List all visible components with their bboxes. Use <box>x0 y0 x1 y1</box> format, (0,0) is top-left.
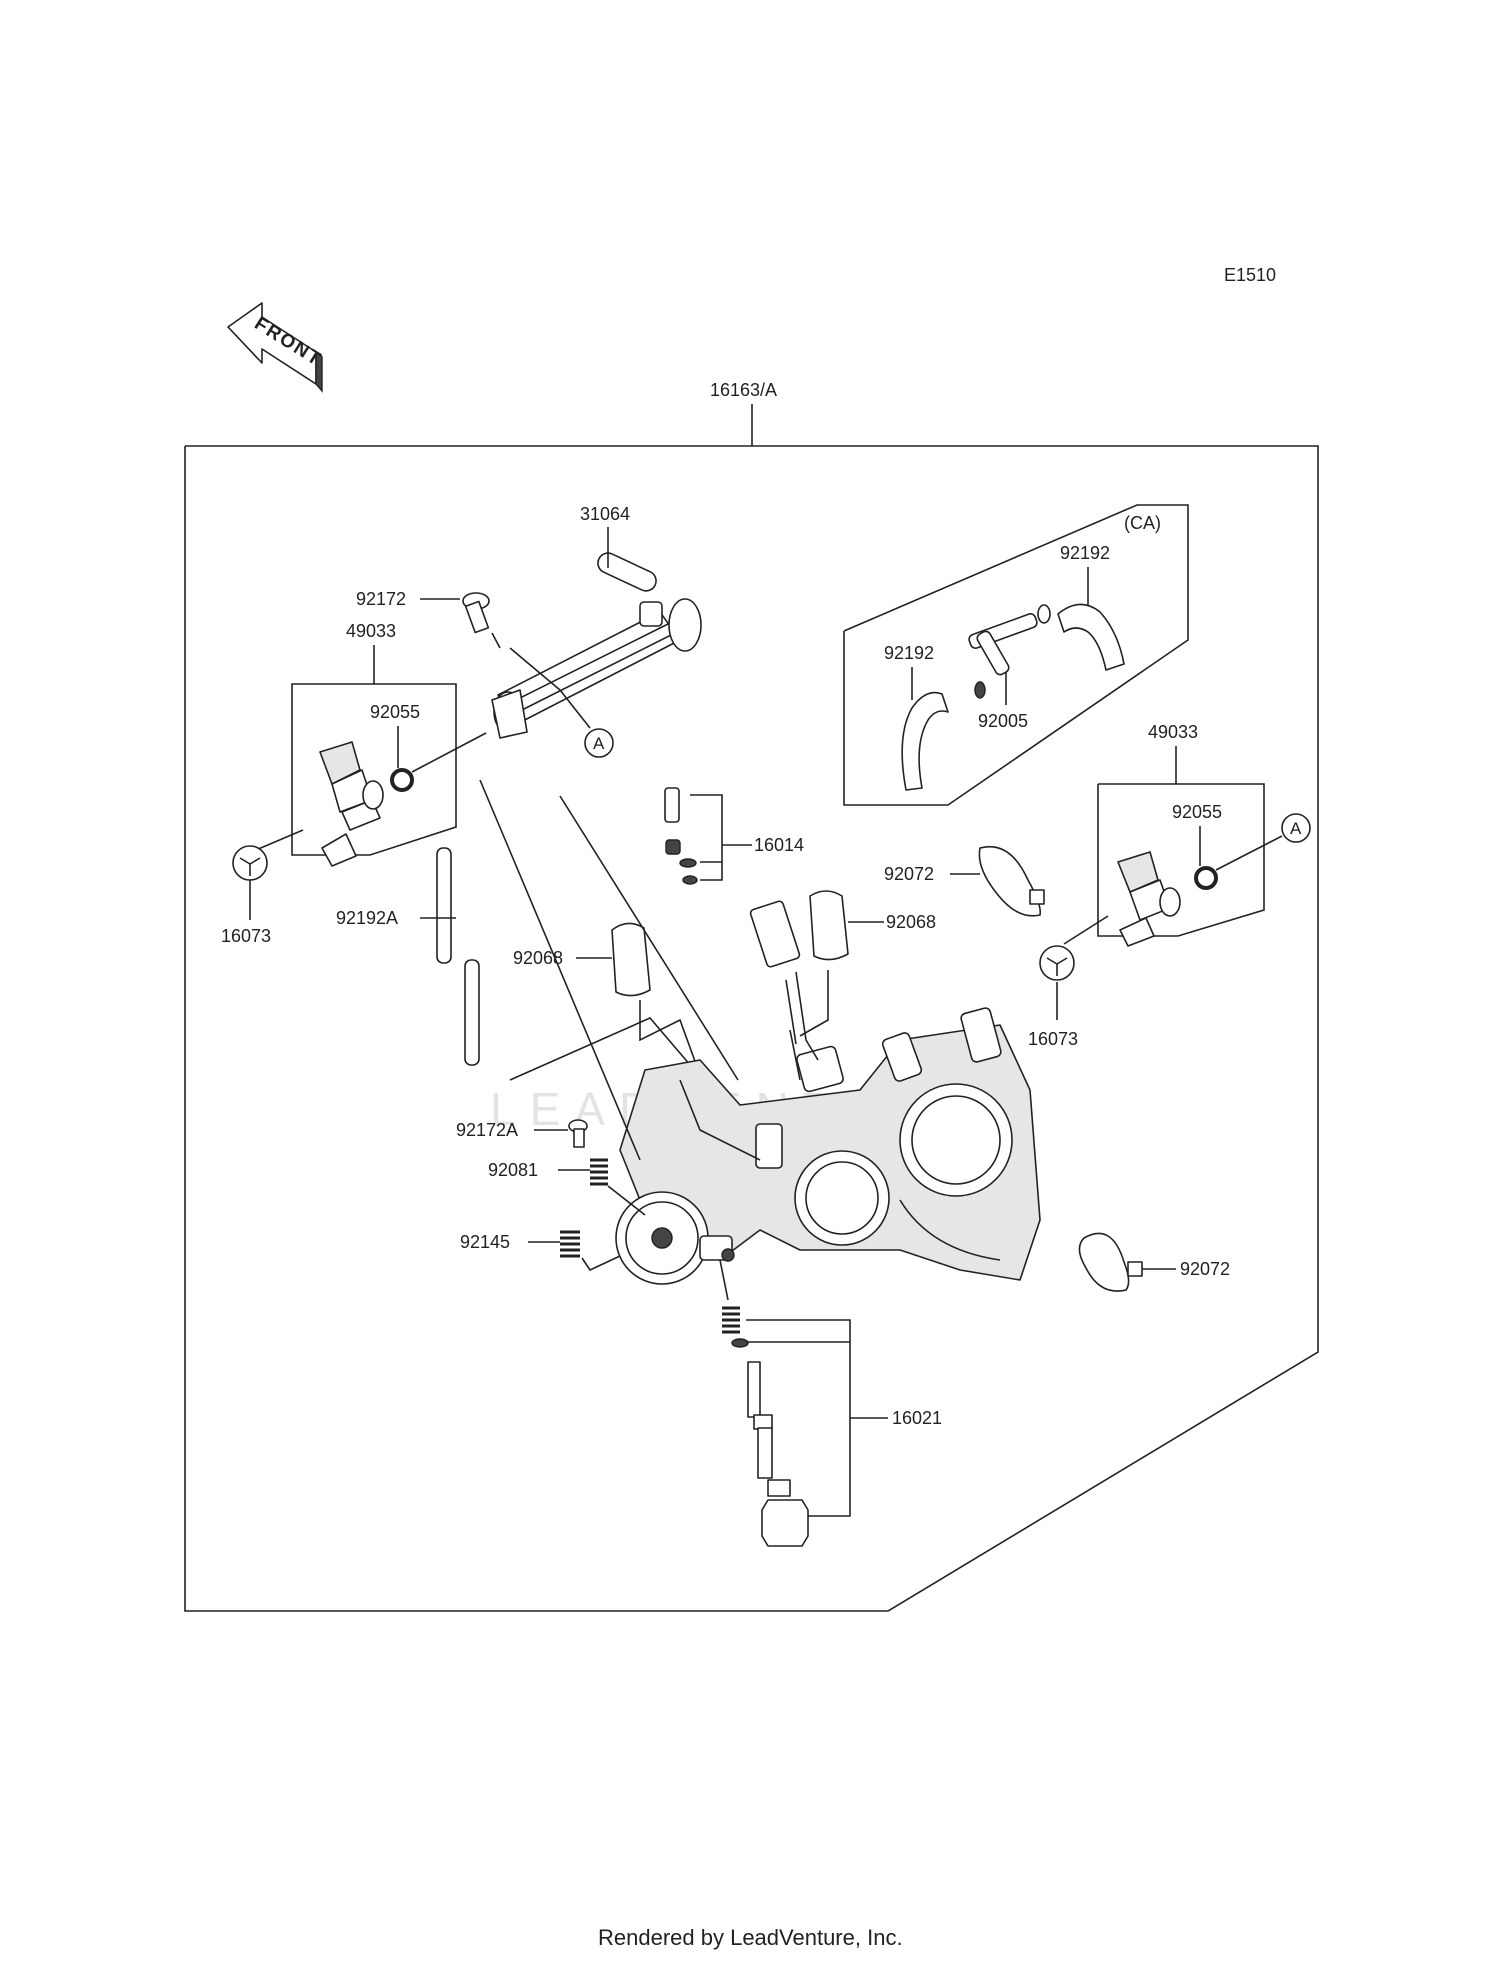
bolt-92172[interactable] <box>462 592 501 649</box>
label-16163-a[interactable]: 16163/A <box>710 380 777 400</box>
label-92005[interactable]: 92005 <box>978 711 1028 731</box>
label-16073-right[interactable]: 16073 <box>1028 1029 1078 1049</box>
hose-92192a[interactable] <box>436 847 480 1066</box>
injector-left[interactable] <box>319 741 384 867</box>
diagram-code: E1510 <box>1224 265 1276 285</box>
clamp-92072-top[interactable] <box>978 846 1045 917</box>
label-16073-left[interactable]: 16073 <box>221 926 271 946</box>
label-49033-left[interactable]: 49033 <box>346 621 396 641</box>
callout-a-rail: A <box>584 728 614 758</box>
grommet-16073-right[interactable] <box>1039 945 1075 981</box>
screw-92172a[interactable] <box>568 1119 588 1148</box>
ca-kit-frame <box>843 504 1189 806</box>
assembly-frame <box>184 404 1319 1612</box>
hose-92192-left[interactable] <box>901 691 949 791</box>
tps-connector[interactable] <box>749 900 819 1061</box>
spring-92145[interactable] <box>560 1230 580 1258</box>
label-92145[interactable]: 92145 <box>460 1232 510 1252</box>
label-92172[interactable]: 92172 <box>356 589 406 609</box>
bracket-49033-right <box>1097 783 1265 937</box>
label-92068-left[interactable]: 92068 <box>513 948 563 968</box>
injector-right[interactable] <box>1117 851 1181 947</box>
o-ring-92055-right[interactable] <box>1194 866 1218 890</box>
spring-92081[interactable] <box>590 1158 608 1186</box>
o-ring-92055-left[interactable] <box>390 768 414 792</box>
label-92068-right[interactable]: 92068 <box>886 912 936 932</box>
label-ca[interactable]: (CA) <box>1124 513 1161 533</box>
cap-92068-left[interactable] <box>611 922 651 997</box>
bracket-49033-left <box>291 683 457 856</box>
label-92055-left[interactable]: 92055 <box>370 702 420 722</box>
label-92072-bottom[interactable]: 92072 <box>1180 1259 1230 1279</box>
label-92172a[interactable]: 92172A <box>456 1120 518 1140</box>
hose-92192-top[interactable] <box>1057 603 1125 671</box>
label-92192-left[interactable]: 92192 <box>884 643 934 663</box>
footer-credit: Rendered by LeadVenture, Inc. <box>598 1925 903 1950</box>
callout-a-right: A <box>1281 813 1311 843</box>
label-16014[interactable]: 16014 <box>754 835 804 855</box>
front-arrow-icon: FRONT <box>227 302 326 393</box>
label-16021[interactable]: 16021 <box>892 1408 942 1428</box>
label-31064[interactable]: 31064 <box>580 504 630 524</box>
grommet-16073-left[interactable] <box>232 845 268 881</box>
clamp-92072-bottom[interactable] <box>1078 1232 1143 1292</box>
label-92072-top[interactable]: 92072 <box>884 864 934 884</box>
label-49033-right[interactable]: 49033 <box>1148 722 1198 742</box>
label-92081[interactable]: 92081 <box>488 1160 538 1180</box>
tee-92005[interactable] <box>968 604 1051 699</box>
throttle-wheel[interactable] <box>615 1191 735 1285</box>
idle-screw-16021[interactable] <box>722 1306 809 1547</box>
cap-92068-right[interactable] <box>809 890 849 961</box>
label-92192-top[interactable]: 92192 <box>1060 543 1110 563</box>
label-92192a[interactable]: 92192A <box>336 908 398 928</box>
svg-text:A: A <box>593 734 605 753</box>
screw-16014[interactable] <box>664 787 698 885</box>
label-92055-right[interactable]: 92055 <box>1172 802 1222 822</box>
svg-text:A: A <box>1290 819 1302 838</box>
fuel-rail-31064[interactable] <box>491 550 702 739</box>
throttle-body[interactable] <box>619 1007 1041 1281</box>
